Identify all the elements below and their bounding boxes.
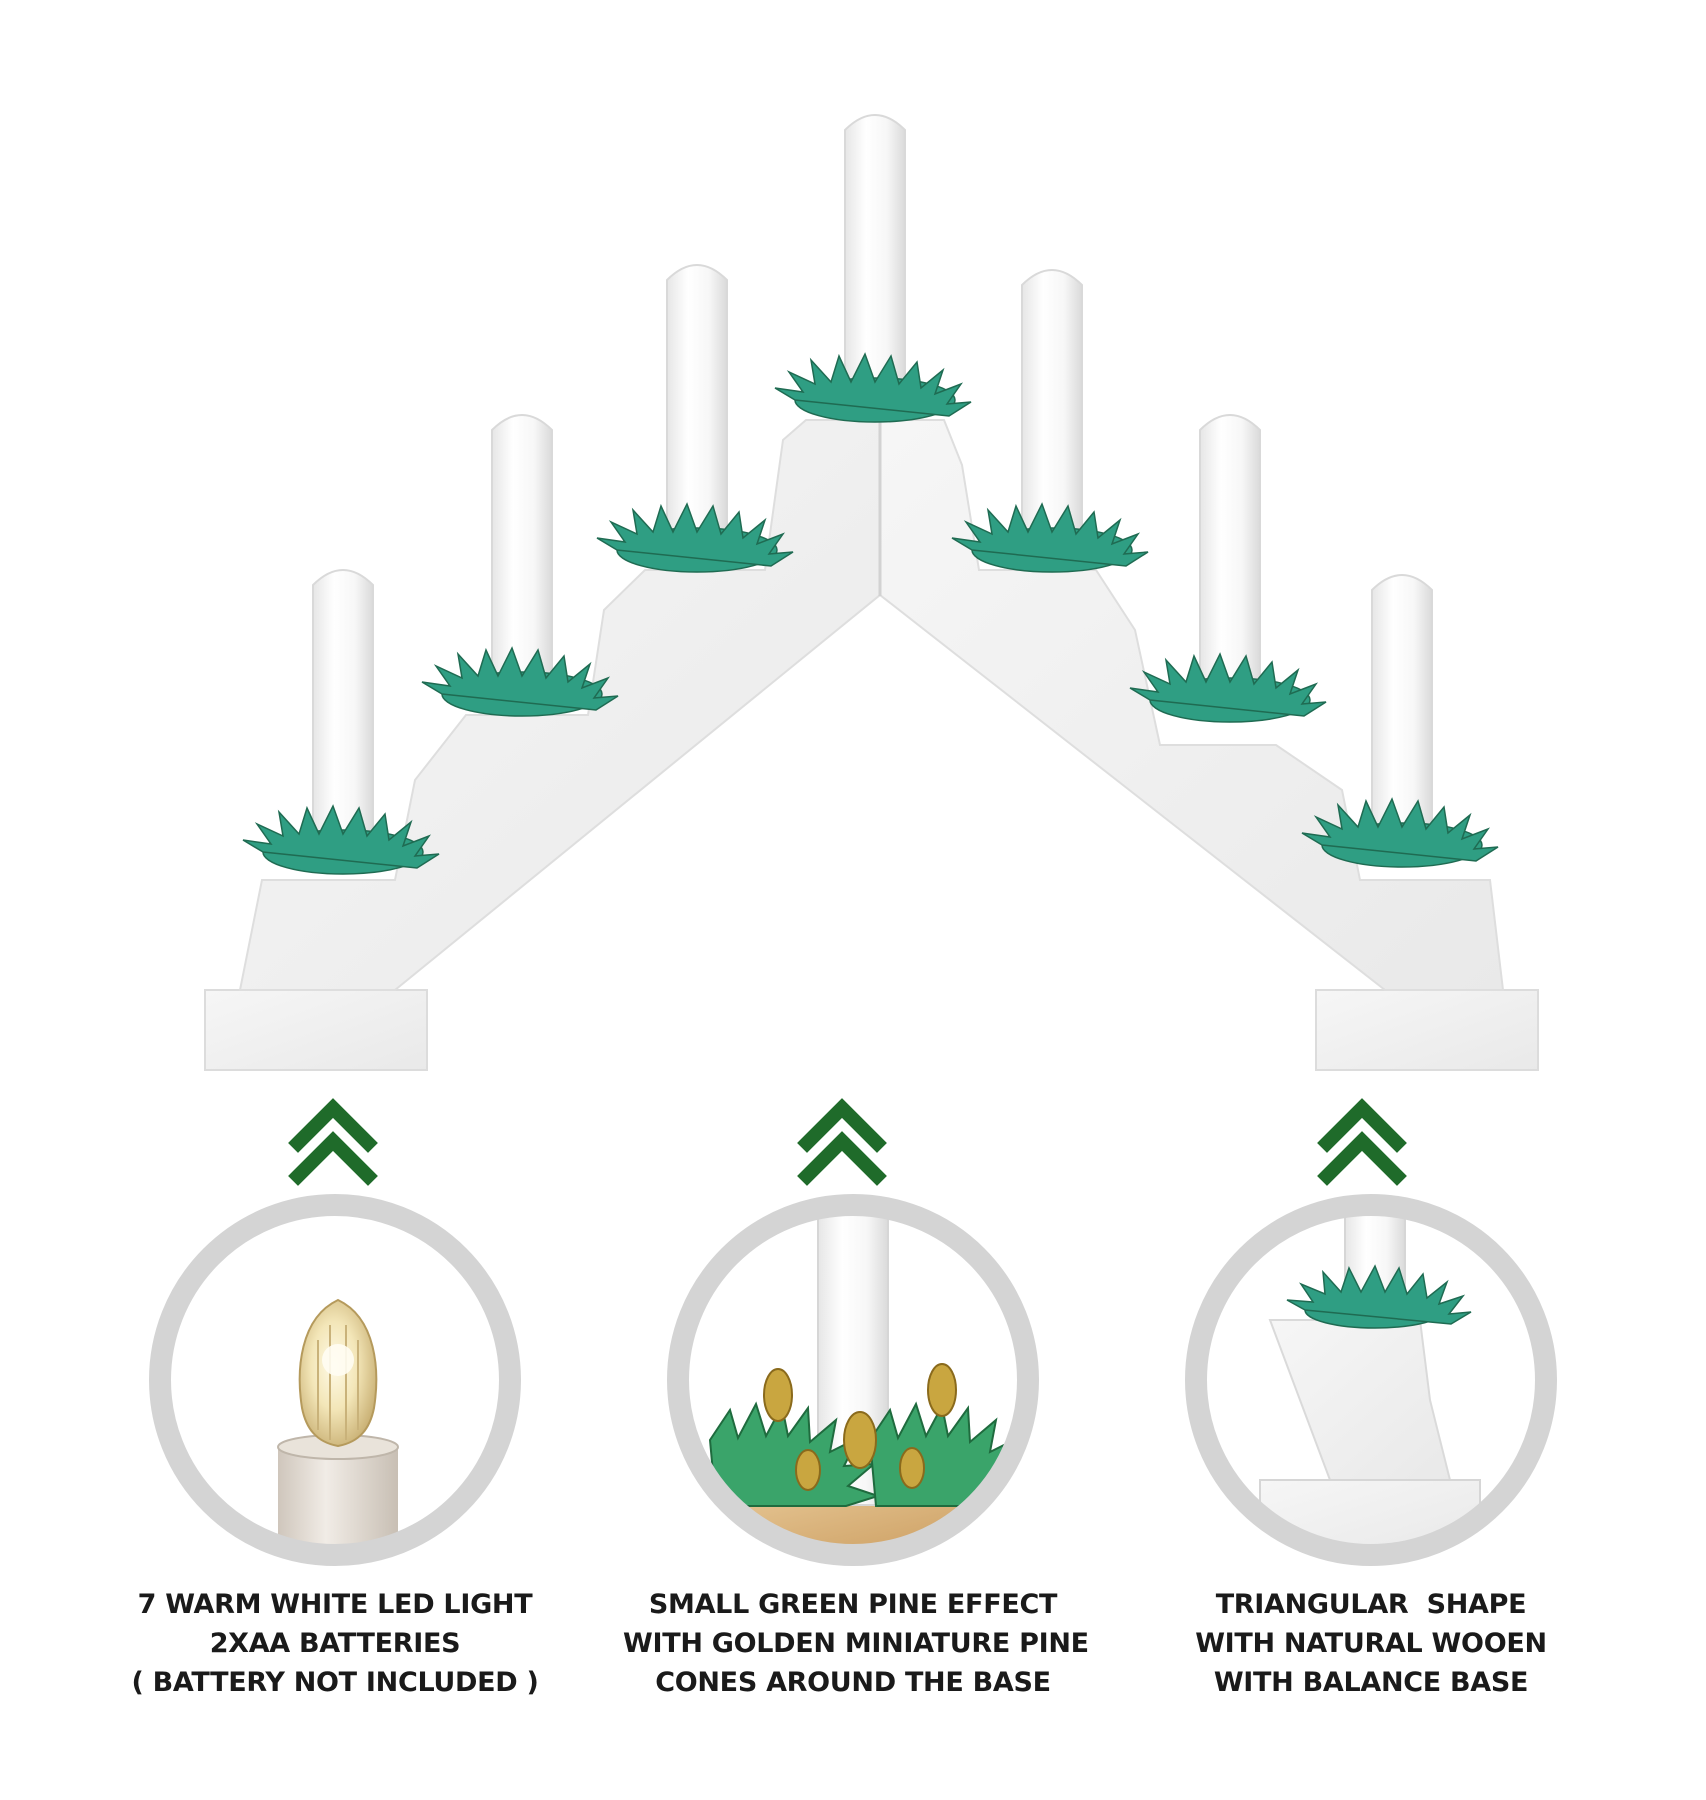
caption-line: 2XAA BATTERIES [209, 1628, 461, 1659]
chevron-up-icon [1317, 1098, 1407, 1186]
candle-3 [596, 264, 794, 573]
pine-cone-base-icon [667, 1194, 1039, 1566]
detail-ring [149, 1194, 521, 1566]
pine-wreath [1301, 797, 1499, 868]
detail-ring [667, 1194, 1039, 1566]
candle-7 [1301, 574, 1499, 868]
caption-line: TRIANGULAR SHAPE [1215, 1589, 1527, 1620]
chevron-up-icon [797, 1098, 887, 1186]
pine-wreath [596, 502, 794, 573]
candle-6 [1129, 414, 1327, 723]
right-foot [1315, 989, 1539, 1071]
feature-caption-led: 7 WARM WHITE LED LIGHT 2XAA BATTERIES ( … [105, 1585, 565, 1702]
balance-base-icon [1185, 1194, 1557, 1566]
caption-line: 7 WARM WHITE LED LIGHT [137, 1589, 533, 1620]
feature-caption-shape: TRIANGULAR SHAPE WITH NATURAL WOOEN WITH… [1141, 1585, 1601, 1702]
chevron-up-icon [288, 1098, 378, 1186]
candle-bridge [204, 419, 1539, 1071]
candle-2 [421, 414, 619, 717]
left-foot [204, 989, 428, 1071]
candle-5 [951, 269, 1149, 573]
pine-wreath [774, 352, 972, 423]
caption-line: WITH BALANCE BASE [1213, 1667, 1529, 1698]
caption-line: WITH NATURAL WOOEN [1195, 1628, 1547, 1659]
led-bulb-icon [149, 1194, 521, 1566]
candle-4 [774, 114, 972, 423]
pine-wreath [1129, 652, 1327, 723]
caption-line: ( BATTERY NOT INCLUDED ) [131, 1667, 539, 1698]
caption-line: SMALL GREEN PINE EFFECT [648, 1589, 1058, 1620]
feature-caption-pine: SMALL GREEN PINE EFFECT WITH GOLDEN MINI… [623, 1585, 1089, 1702]
caption-line: WITH GOLDEN MINIATURE PINE [623, 1628, 1089, 1659]
pine-wreath [421, 646, 619, 717]
candle-1 [242, 569, 440, 875]
pine-wreath [951, 502, 1149, 573]
detail-ring [1185, 1194, 1557, 1566]
caption-line: CONES AROUND THE BASE [655, 1667, 1051, 1698]
pine-wreath [242, 804, 440, 875]
